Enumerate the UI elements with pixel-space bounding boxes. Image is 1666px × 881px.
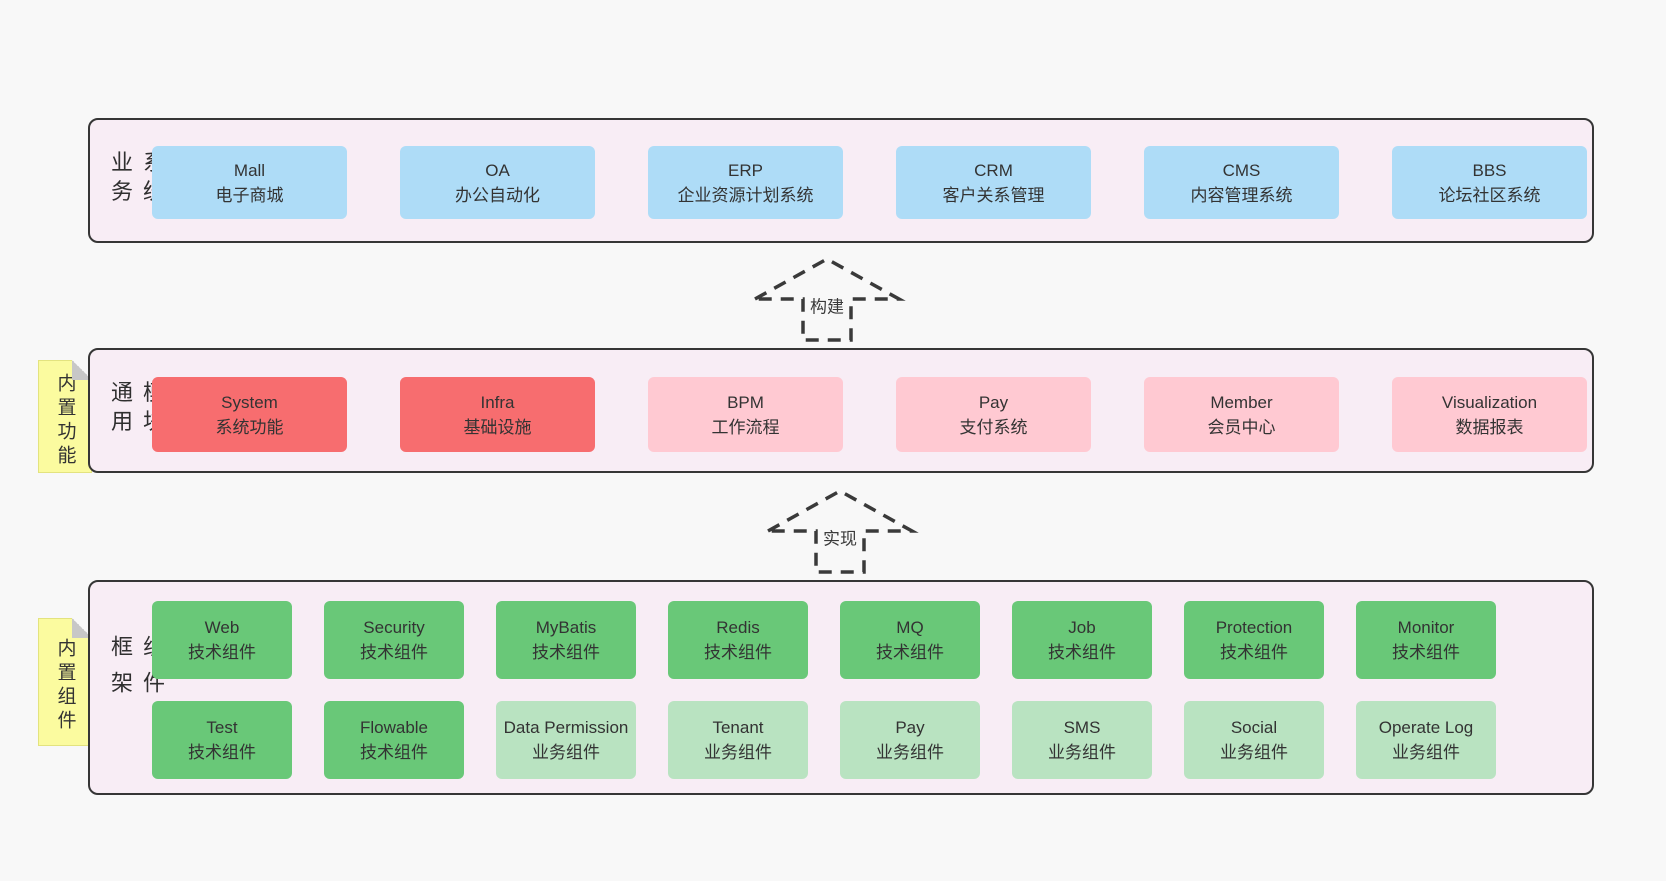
sticky-note-label: 内置组件 [54, 638, 76, 734]
box-subtitle: 企业资源计划系统 [677, 185, 814, 205]
box-social: Social 业务组件 [1184, 701, 1324, 779]
box-subtitle: 论坛社区系统 [1438, 185, 1541, 205]
box-subtitle: 内容管理系统 [1190, 185, 1293, 205]
box-subtitle: 技术组件 [1392, 643, 1460, 662]
box-title: CRM [974, 160, 1013, 180]
box-subtitle: 技术组件 [1220, 643, 1288, 662]
box-title: Infra [480, 392, 515, 412]
folded-corner-icon [72, 618, 92, 638]
box-mall: Mall 电子商城 [152, 146, 347, 219]
box-operate-log: Operate Log 业务组件 [1356, 701, 1496, 779]
box-title: System [221, 392, 278, 412]
box-subtitle: 技术组件 [188, 743, 256, 762]
box-title: Member [1210, 392, 1273, 412]
box-monitor: Monitor 技术组件 [1356, 601, 1496, 679]
box-title: MQ [896, 618, 924, 637]
box-sms: SMS 业务组件 [1012, 701, 1152, 779]
box-subtitle: 工作流程 [711, 417, 780, 437]
box-subtitle: 业务组件 [1048, 743, 1116, 762]
box-subtitle: 电子商城 [215, 185, 284, 205]
box-subtitle: 客户关系管理 [942, 185, 1045, 205]
box-data-permission: Data Permission 业务组件 [496, 701, 636, 779]
box-oa: OA 办公自动化 [400, 146, 595, 219]
box-title: Protection [1215, 618, 1293, 637]
box-title: Data Permission [503, 718, 629, 737]
sticky-note-label: 内置功能 [54, 372, 76, 469]
box-title: OA [485, 160, 510, 180]
sticky-note-built-in-components: 内置组件 [38, 618, 92, 746]
box-visualization: Visualization 数据报表 [1392, 377, 1587, 452]
box-subtitle: 系统功能 [215, 417, 284, 437]
box-title: Security [363, 618, 425, 637]
arrow-label: 构建 [805, 291, 849, 319]
box-subtitle: 技术组件 [704, 643, 772, 662]
box-mq: MQ 技术组件 [840, 601, 980, 679]
box-system: System 系统功能 [152, 377, 347, 452]
arrow-implement: 实现 [760, 484, 920, 579]
box-title: Mall [233, 160, 266, 180]
band-common-modules: 通用模块 System 系统功能 Infra 基础设施 BPM 工作流程 Pay… [88, 348, 1594, 473]
box-title: Test [206, 718, 238, 737]
box-subtitle: 技术组件 [188, 643, 256, 662]
box-title: Job [1068, 618, 1096, 637]
box-title: Tenant [712, 718, 764, 737]
box-subtitle: 业务组件 [532, 743, 600, 762]
box-redis: Redis 技术组件 [668, 601, 808, 679]
box-title: ERP [728, 160, 763, 180]
box-subtitle: 数据报表 [1455, 417, 1524, 437]
folded-corner-icon [72, 360, 92, 380]
box-subtitle: 技术组件 [1048, 643, 1116, 662]
box-subtitle: 办公自动化 [455, 185, 540, 205]
box-subtitle: 技术组件 [360, 643, 428, 662]
sticky-note-built-in-features: 内置功能 [38, 360, 92, 473]
box-subtitle: 业务组件 [876, 743, 944, 762]
band-business-systems: 业务系统 Mall 电子商城 OA 办公自动化 ERP 企业资源计划系统 CRM… [88, 118, 1594, 243]
box-title: SMS [1063, 718, 1101, 737]
box-protection: Protection 技术组件 [1184, 601, 1324, 679]
box-cms: CMS 内容管理系统 [1144, 146, 1339, 219]
band-framework-components: 框架组件 Web 技术组件 Security 技术组件 MyBatis 技术组件… [88, 580, 1594, 795]
dashed-up-arrow-icon [748, 256, 906, 342]
box-security: Security 技术组件 [324, 601, 464, 679]
box-infra: Infra 基础设施 [400, 377, 595, 452]
box-subtitle: 业务组件 [704, 743, 772, 762]
box-title: Visualization [1441, 392, 1538, 412]
box-subtitle: 基础设施 [463, 417, 532, 437]
box-mybatis: MyBatis 技术组件 [496, 601, 636, 679]
box-title: Redis [716, 618, 760, 637]
box-title: Pay [978, 392, 1009, 412]
box-title: Monitor [1397, 618, 1455, 637]
box-subtitle: 业务组件 [1392, 743, 1460, 762]
box-title: MyBatis [535, 618, 597, 637]
box-pay-component: Pay 业务组件 [840, 701, 980, 779]
box-member: Member 会员中心 [1144, 377, 1339, 452]
box-job: Job 技术组件 [1012, 601, 1152, 679]
box-title: CMS [1222, 160, 1261, 180]
box-tenant: Tenant 业务组件 [668, 701, 808, 779]
box-subtitle: 业务组件 [1220, 743, 1288, 762]
box-subtitle: 会员中心 [1207, 417, 1276, 437]
box-test: Test 技术组件 [152, 701, 292, 779]
dashed-up-arrow-icon [761, 488, 919, 574]
box-subtitle: 技术组件 [360, 743, 428, 762]
box-title: BPM [727, 392, 764, 412]
box-flowable: Flowable 技术组件 [324, 701, 464, 779]
box-title: BBS [1472, 160, 1507, 180]
arrow-build: 构建 [747, 252, 907, 347]
box-crm: CRM 客户关系管理 [896, 146, 1091, 219]
box-erp: ERP 企业资源计划系统 [648, 146, 843, 219]
arrow-label: 实现 [818, 523, 862, 551]
box-title: Web [204, 618, 240, 637]
box-title: Pay [895, 718, 925, 737]
box-title: Social [1230, 718, 1278, 737]
box-subtitle: 支付系统 [959, 417, 1028, 437]
box-subtitle: 技术组件 [876, 643, 944, 662]
box-title: Operate Log [1378, 718, 1474, 737]
box-bbs: BBS 论坛社区系统 [1392, 146, 1587, 219]
box-bpm: BPM 工作流程 [648, 377, 843, 452]
box-title: Flowable [359, 718, 429, 737]
box-pay-module: Pay 支付系统 [896, 377, 1091, 452]
box-web: Web 技术组件 [152, 601, 292, 679]
box-subtitle: 技术组件 [532, 643, 600, 662]
